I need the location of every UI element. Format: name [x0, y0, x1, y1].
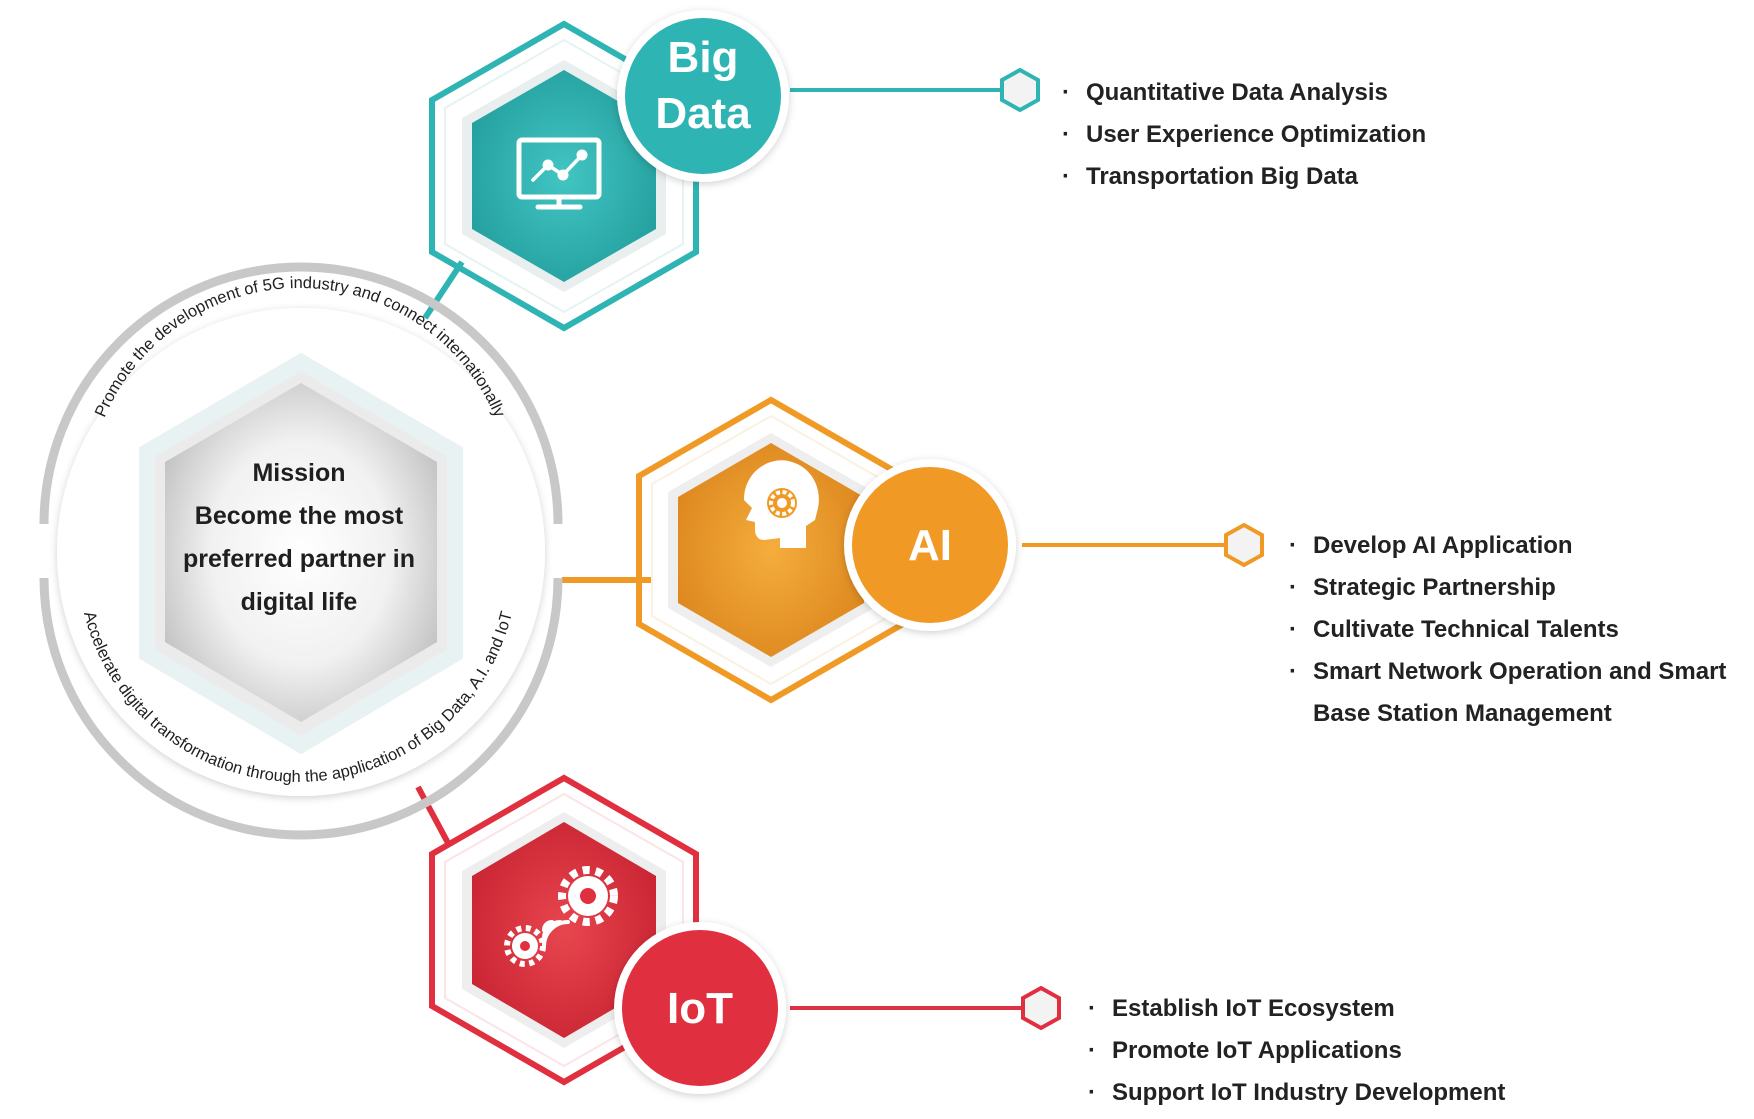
connector-bigdata-mission	[422, 260, 465, 320]
bigdata-circle: Big Data	[617, 10, 789, 182]
bigdata-label-line-1: Big	[668, 33, 739, 82]
list-item: Cultivate Technical Talents	[1289, 609, 1739, 651]
iot-node-marker	[1021, 985, 1061, 1031]
list-item: Smart Network Operation and Smart Base S…	[1289, 651, 1739, 735]
list-item: Transportation Big Data	[1062, 156, 1426, 198]
connector-iot-mission	[415, 785, 451, 845]
mission-line-3: preferred partner in	[183, 545, 415, 573]
ai-item-list: Develop AI Application Strategic Partner…	[1289, 525, 1739, 735]
mission-line-1: Mission	[252, 459, 345, 487]
list-item: Promote IoT Applications	[1088, 1030, 1505, 1072]
bigdata-node-marker	[1000, 67, 1040, 113]
gears-signal-icon	[504, 866, 618, 967]
chart-monitor-icon	[516, 137, 602, 210]
ai-hexagon	[636, 396, 906, 704]
iot-label: IoT	[667, 984, 733, 1033]
iot-circle: IoT	[614, 922, 786, 1094]
iot-item-list: Establish IoT Ecosystem Promote IoT Appl…	[1088, 988, 1505, 1114]
ai-node-marker	[1224, 522, 1264, 568]
mission-line-2: Become the most	[195, 502, 404, 530]
ai-circle: AI	[844, 459, 1016, 631]
bigdata-item-list: Quantitative Data Analysis User Experien…	[1062, 72, 1426, 198]
list-item: User Experience Optimization	[1062, 114, 1426, 156]
mission-line-4: digital life	[241, 588, 358, 616]
bigdata-label-line-2: Data	[655, 89, 751, 138]
mission-circle	[39, 262, 563, 840]
mission-statement: Mission Become the most preferred partne…	[183, 459, 415, 616]
ai-label: AI	[908, 521, 952, 570]
list-item: Quantitative Data Analysis	[1062, 72, 1426, 114]
list-item: Support IoT Industry Development	[1088, 1072, 1505, 1114]
list-item: Develop AI Application	[1289, 525, 1739, 567]
list-item: Establish IoT Ecosystem	[1088, 988, 1505, 1030]
list-item: Strategic Partnership	[1289, 567, 1739, 609]
brain-gear-head-icon	[744, 460, 819, 548]
